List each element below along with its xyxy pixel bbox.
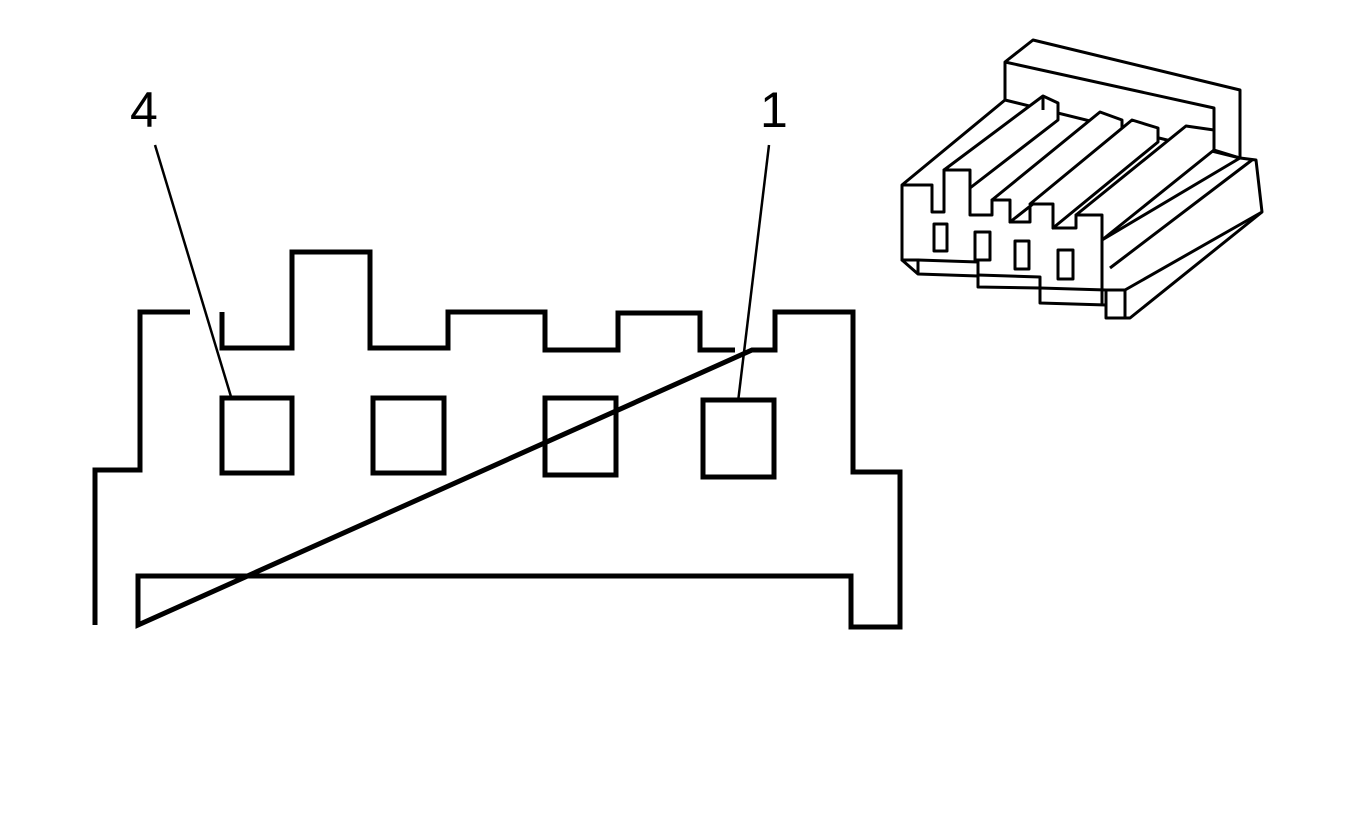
cavity-4 <box>219 395 295 476</box>
cavity-1 <box>700 397 777 480</box>
connector-isometric-view <box>900 38 1264 320</box>
connector-face-outline <box>92 249 903 630</box>
cavity-3 <box>370 395 447 476</box>
pin-label-1: 1 <box>760 82 788 138</box>
cavity-2 <box>542 395 619 478</box>
pin-label-4: 4 <box>130 82 158 138</box>
leader-line-pin-4 <box>153 144 234 401</box>
leader-line-pin-1 <box>736 144 771 403</box>
